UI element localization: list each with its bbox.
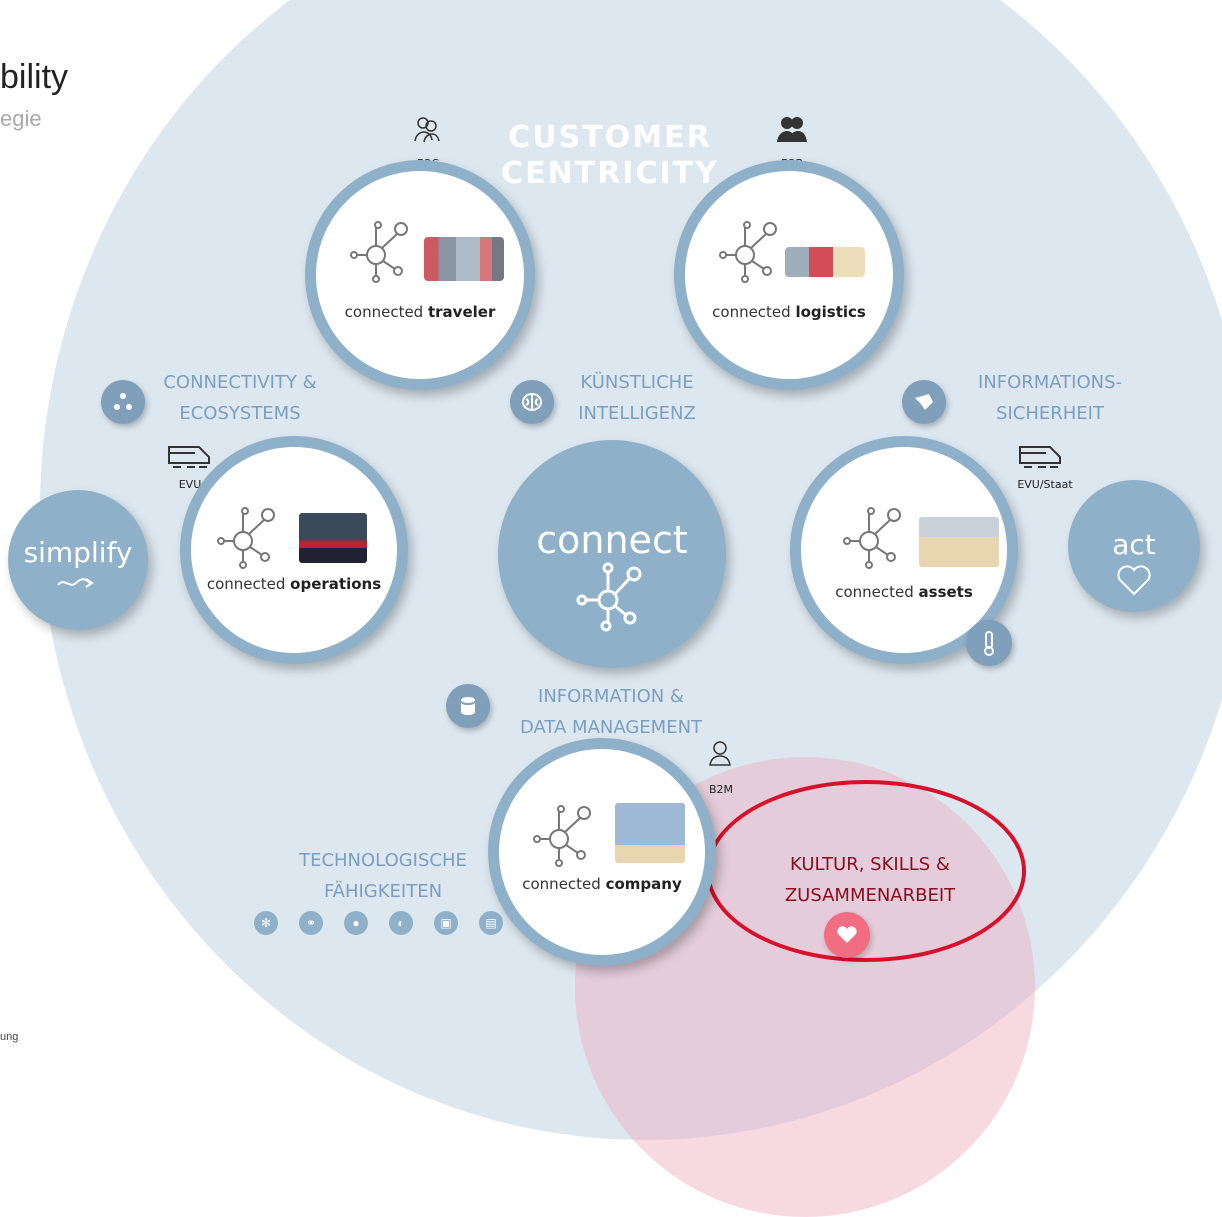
bulb-icon: ●	[344, 911, 368, 935]
network-icon	[101, 380, 145, 424]
train-icon	[167, 443, 211, 474]
category-kultur: KULTUR, SKILLS & ZUSAMMENARBEIT	[760, 849, 980, 911]
act-label: act	[1112, 528, 1156, 561]
category-infosec: INFORMATIONS- SICHERHEIT	[950, 367, 1150, 429]
category-tech-line2: FÄHIGKEITEN	[323, 881, 443, 902]
category-idm: INFORMATION & DATA MANAGEMENT	[495, 681, 727, 743]
category-kultur-line2: ZUSAMMENARBEIT	[784, 885, 956, 906]
category-ki: KÜNSTLICHE INTELLIGENZ	[547, 367, 727, 429]
document-icon: ▤	[479, 911, 503, 935]
thermometer-icon	[966, 620, 1012, 666]
operations-illustration	[299, 513, 367, 563]
company-illustration	[615, 803, 685, 863]
node-logistics-bold: logistics	[795, 303, 866, 321]
category-connectivity: CONNECTIVITY & ECOSYSTEMS	[140, 367, 340, 429]
person-icon	[708, 740, 732, 771]
category-idm-line1: INFORMATION &	[538, 686, 684, 707]
network-icon	[350, 221, 408, 283]
network-mini-icon: ⚭	[299, 911, 323, 935]
node-connected-logistics: connected logistics	[674, 160, 904, 390]
logistics-illustration	[785, 247, 865, 277]
node-traveler-label: connected traveler	[316, 303, 524, 321]
shield-icon	[902, 380, 946, 424]
connect-center-circle: connect	[498, 440, 726, 668]
category-kultur-line1: KULTUR, SKILLS &	[790, 854, 950, 875]
node-connected-company: connected company	[488, 738, 716, 966]
train-icon	[1018, 443, 1062, 474]
simplify-circle: simplify	[8, 490, 148, 630]
cube-icon: ▣	[434, 911, 458, 935]
node-traveler-prefix: connected	[344, 303, 424, 321]
category-infosec-line1: INFORMATIONS-	[977, 372, 1123, 393]
node-company-label: connected company	[499, 875, 705, 893]
network-icon	[533, 805, 591, 867]
act-circle: act	[1068, 480, 1200, 612]
assets-illustration	[919, 517, 999, 567]
network-icon	[843, 507, 901, 569]
database-icon	[446, 684, 490, 728]
network-icon	[576, 562, 642, 632]
b2c-people-icon	[412, 114, 442, 149]
category-ki-line2: INTELLIGENZ	[578, 403, 696, 424]
footer-fragment: ung	[0, 1031, 19, 1043]
node-assets-label: connected assets	[801, 583, 1007, 601]
node-logistics-label: connected logistics	[685, 303, 893, 321]
category-connectivity-line2: ECOSYSTEMS	[179, 403, 301, 424]
evu-staat-label: EVU/Staat	[1017, 478, 1073, 491]
connect-label: connect	[536, 518, 688, 562]
b2m-label: B2M	[708, 783, 734, 796]
heart-outline-icon	[1117, 565, 1151, 596]
network-icon	[719, 221, 777, 283]
heart-icon	[824, 912, 870, 958]
node-connected-operations: connected operations	[180, 436, 408, 664]
node-connected-traveler: connected traveler	[305, 160, 535, 390]
category-connectivity-line1: CONNECTIVITY &	[163, 372, 317, 393]
node-traveler-bold: traveler	[427, 303, 496, 321]
node-operations-prefix: connected	[206, 575, 286, 593]
node-company-bold: company	[605, 875, 682, 893]
banner-line-1: CUSTOMER	[508, 120, 712, 155]
category-infosec-line2: SICHERHEIT	[996, 403, 1104, 424]
vr-icon: ◐	[389, 911, 413, 935]
snowflake-icon: ✻	[254, 911, 278, 935]
page-title: bility	[0, 58, 69, 96]
category-idm-line2: DATA MANAGEMENT	[519, 717, 703, 738]
category-tech-line1: TECHNOLOGISCHE	[299, 850, 467, 871]
traveler-illustration	[424, 237, 504, 281]
customer-centricity-banner: CUSTOMER CENTRICITY	[470, 120, 750, 192]
banner-line-2: CENTRICITY	[501, 156, 719, 191]
node-operations-bold: operations	[290, 575, 382, 593]
node-logistics-prefix: connected	[712, 303, 791, 321]
node-assets-prefix: connected	[835, 583, 914, 601]
page-subtitle: egie	[0, 106, 42, 131]
category-tech: TECHNOLOGISCHE FÄHIGKEITEN	[280, 845, 486, 907]
node-company-prefix: connected	[522, 875, 601, 893]
category-ki-line1: KÜNSTLICHE	[580, 372, 694, 393]
network-icon	[217, 507, 275, 569]
arrow-icon	[57, 578, 94, 588]
node-assets-bold: assets	[918, 583, 973, 601]
b2b-people-icon	[775, 114, 809, 149]
node-operations-label: connected operations	[191, 575, 397, 593]
evu-label: EVU	[178, 478, 202, 491]
simplify-label: simplify	[23, 536, 133, 569]
brain-icon	[510, 380, 554, 424]
